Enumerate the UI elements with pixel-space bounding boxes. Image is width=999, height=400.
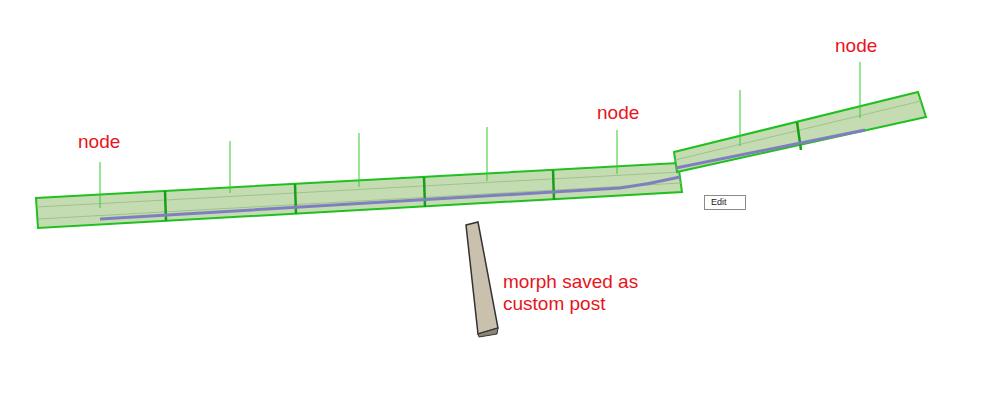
leader-line <box>617 130 618 174</box>
leader-line <box>359 133 360 187</box>
beam-body <box>674 92 926 172</box>
segment-divider <box>424 177 425 207</box>
node-callout: node <box>597 102 639 124</box>
path-curve <box>100 177 680 219</box>
button-label: Edit <box>705 196 745 209</box>
leader-line <box>100 162 101 208</box>
leader-line <box>860 62 861 118</box>
leader-line <box>230 141 231 193</box>
path-curve <box>676 130 865 168</box>
leader-line <box>487 127 488 181</box>
post-face <box>466 222 498 334</box>
leader-line <box>740 90 741 146</box>
segment-divider <box>553 170 554 200</box>
leader-lines <box>100 62 860 208</box>
beam-edge <box>38 183 681 219</box>
segment-divider <box>797 122 801 150</box>
post-note: morph saved as custom post <box>503 271 678 315</box>
custom-post <box>466 222 498 337</box>
edit-button: Edit <box>704 195 746 210</box>
right-beam <box>674 92 926 172</box>
beam-edge <box>675 101 921 160</box>
node-callout: node <box>835 35 877 57</box>
node-callout: node <box>78 131 120 153</box>
post-bottom <box>478 328 498 337</box>
segment-divider <box>295 184 296 214</box>
